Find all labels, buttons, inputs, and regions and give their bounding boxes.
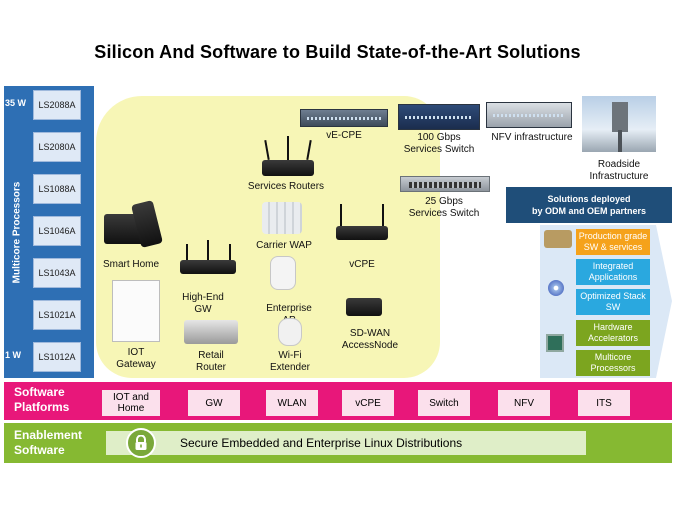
switch-25g-label: 25 Gbps Services Switch	[408, 196, 480, 219]
disc-icon	[548, 280, 564, 296]
solution-multicore-text: Multicore Processors	[590, 352, 636, 373]
chip-ls1021a: LS1021A	[33, 300, 81, 330]
antenna	[207, 240, 209, 260]
solution-integrated-apps-text: Integrated Applications	[588, 261, 638, 282]
people-icon	[544, 230, 572, 248]
nfv-infra-image	[486, 102, 572, 128]
top-watt-label: 35 W	[5, 98, 27, 108]
lock-icon	[126, 428, 156, 458]
services-routers-label: Services Routers	[247, 181, 325, 192]
vcpe-image	[336, 226, 388, 240]
solution-production-grade: Production grade SW & services	[576, 229, 650, 255]
linux-distributions-text: Secure Embedded and Enterprise Linux Dis…	[180, 436, 463, 450]
chip-ls2080a: LS2080A	[33, 132, 81, 162]
carrier-wap-image	[262, 202, 302, 234]
services-router-image	[262, 160, 314, 176]
platform-nfv: NFV	[498, 390, 550, 416]
platform-iot-home: IOT and Home	[102, 390, 160, 416]
platform-gw: GW	[188, 390, 240, 416]
solution-integrated-apps: Integrated Applications	[576, 259, 650, 285]
ve-cpe-label: vE-CPE	[326, 130, 362, 141]
solution-production-grade-text: Production grade SW & services	[578, 231, 648, 252]
smart-home-label: Smart Home	[102, 259, 160, 270]
software-platforms-label: Software Platforms	[14, 385, 70, 414]
switch-100g-image	[398, 104, 480, 130]
linux-distributions-bar: Secure Embedded and Enterprise Linux Dis…	[106, 431, 586, 455]
high-end-gw-label: High-End GW	[182, 292, 224, 315]
platform-its: ITS	[578, 390, 630, 416]
solution-optimized-stack: Optimized Stack SW	[576, 289, 650, 315]
solution-hw-accelerators: Hardware Accelerators	[576, 320, 650, 346]
antenna	[382, 204, 384, 226]
enablement-label: Enablement Software	[14, 428, 83, 457]
antenna	[186, 244, 188, 260]
chip-ls1088a: LS1088A	[33, 174, 81, 204]
antenna	[229, 244, 231, 260]
platform-wlan: WLAN	[266, 390, 318, 416]
solution-hw-accelerators-text: Hardware Accelerators	[587, 322, 639, 343]
chip-ls2088a: LS2088A	[33, 90, 81, 120]
sdwan-image	[346, 298, 382, 316]
iot-gateway-label: IOT Gateway	[116, 347, 156, 370]
platform-vcpe: vCPE	[342, 390, 394, 416]
carrier-wap-label: Carrier WAP	[256, 240, 312, 251]
chip-icon	[546, 334, 564, 352]
retail-router-label: Retail Router	[195, 350, 226, 373]
chip-ls1046a: LS1046A	[33, 216, 81, 246]
antenna	[340, 204, 342, 226]
vcpe-label: vCPE	[349, 259, 375, 270]
processor-axis: Multicore Processors	[4, 86, 30, 378]
iot-gateway-image	[112, 280, 160, 342]
solutions-header-text: Solutions deployed by ODM and OEM partne…	[531, 194, 647, 216]
processor-axis-label: Multicore Processors	[11, 181, 23, 283]
antenna	[287, 136, 289, 160]
high-end-gw-image	[180, 260, 236, 274]
retail-router-image	[184, 320, 238, 344]
nfv-infra-label: NFV infrastructure	[491, 132, 573, 143]
chip-ls1012a: LS1012A	[33, 342, 81, 372]
platform-switch: Switch	[418, 390, 470, 416]
page-title: Silicon And Software to Build State-of-t…	[94, 42, 581, 62]
sdwan-label: SD-WAN AccessNode	[341, 328, 399, 351]
wifi-extender-label: Wi-Fi Extender	[269, 350, 311, 373]
chip-ls1043a: LS1043A	[33, 258, 81, 288]
switch-100g-label: 100 Gbps Services Switch	[403, 132, 475, 155]
switch-25g-image	[400, 176, 490, 192]
solution-optimized-stack-text: Optimized Stack SW	[580, 291, 646, 312]
roadside-image	[582, 96, 656, 152]
enterprise-ap-image	[270, 256, 296, 290]
solutions-header: Solutions deployed by ODM and OEM partne…	[506, 187, 672, 223]
solution-multicore: Multicore Processors	[576, 350, 650, 376]
bottom-watt-label: 1 W	[5, 350, 22, 360]
ve-cpe-image	[300, 109, 388, 127]
roadside-label: Roadside Infrastructure	[589, 159, 649, 182]
wifi-extender-image	[278, 318, 302, 346]
